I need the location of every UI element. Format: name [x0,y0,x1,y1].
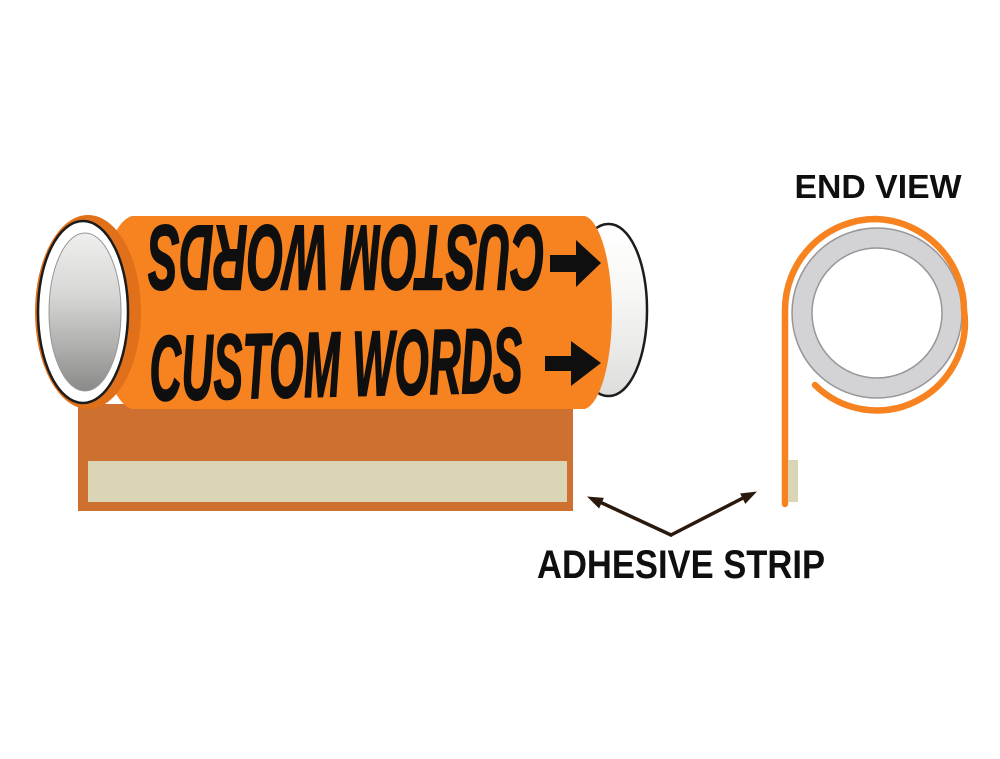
callout-line-right [669,496,745,537]
adhesive-strip-main [88,461,567,502]
legend-bottom-text: CUSTOM WORDS [148,310,523,420]
callout-arrow-right-icon [740,491,757,504]
callout-line-left [600,501,673,537]
callout-label: ADHESIVE STRIP [537,543,825,587]
marker-wrap [99,216,612,409]
end-view-pipe-bore [811,247,943,379]
legend-top-text: CUSTOM WORDS [148,206,545,308]
pipe-left-end-bore [48,232,122,392]
callout-arrow-left-icon [587,496,604,509]
end-view: END VIEW [781,168,969,508]
pipe-marker-illustration: CUSTOM WORDS CUSTOM WORDS [35,205,649,511]
end-view-coil [781,215,969,508]
adhesive-strip-callout: ADHESIVE STRIP [537,491,825,587]
end-view-title: END VIEW [795,168,963,205]
flow-arrow-top-icon [550,240,601,287]
legend-top-group: CUSTOM WORDS [147,205,546,309]
adhesive-strip-end-view [788,460,798,502]
flow-arrow-bottom-icon [545,341,601,386]
